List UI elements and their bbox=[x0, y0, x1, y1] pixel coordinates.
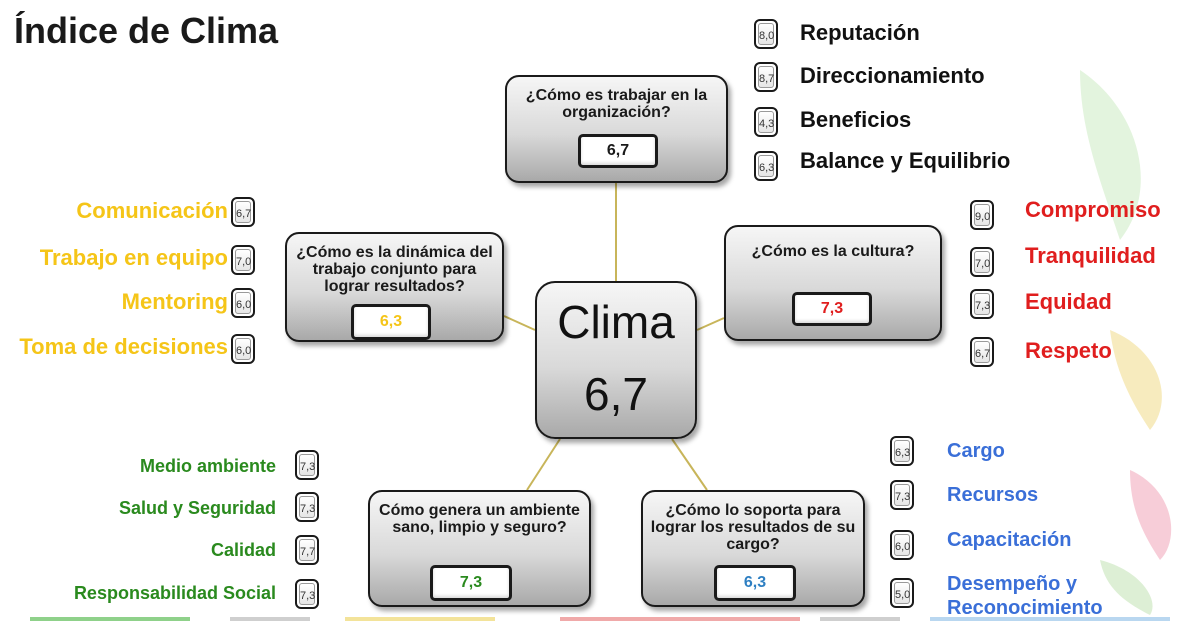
score-value: 5,0 bbox=[894, 582, 910, 604]
node-value: 6,3 bbox=[714, 565, 796, 601]
item-label: Desempeño y Reconocimiento bbox=[947, 573, 1103, 619]
connector-line bbox=[671, 438, 708, 491]
item-label: Direccionamiento bbox=[800, 63, 985, 88]
item-label: Recursos bbox=[947, 484, 1039, 506]
score-box: 6,7 bbox=[231, 197, 255, 227]
score-value: 7,3 bbox=[299, 496, 315, 518]
node-question: Cómo genera un ambiente sano, limpio y s… bbox=[379, 502, 580, 536]
item-label: Reputación bbox=[800, 20, 920, 45]
score-value: 6,3 bbox=[758, 155, 774, 177]
score-box: 8,0 bbox=[754, 19, 778, 49]
node-right: ¿Cómo es la cultura? 7,3 bbox=[724, 225, 942, 341]
connector-line bbox=[696, 317, 725, 331]
item-label: Calidad bbox=[210, 540, 276, 560]
score-box: 7,7 bbox=[295, 535, 319, 565]
node-value: 7,3 bbox=[792, 292, 872, 326]
leaf-shape bbox=[1110, 330, 1162, 430]
score-box: 7,3 bbox=[295, 492, 319, 522]
score-value: 6,7 bbox=[235, 201, 251, 223]
score-box: 6,0 bbox=[231, 334, 255, 364]
score-value: 6,0 bbox=[235, 338, 251, 360]
score-value: 9,0 bbox=[974, 204, 990, 226]
item-label: Respeto bbox=[1025, 338, 1112, 363]
node-value: 7,3 bbox=[430, 565, 512, 601]
item-label: Mentoring bbox=[121, 289, 228, 314]
node-value: 6,7 bbox=[578, 134, 658, 168]
score-box: 6,7 bbox=[970, 337, 994, 367]
score-box: 7,3 bbox=[890, 480, 914, 510]
score-box: 7,0 bbox=[970, 247, 994, 277]
score-box: 6,3 bbox=[890, 436, 914, 466]
score-box: 7,3 bbox=[295, 579, 319, 609]
item-label: Beneficios bbox=[800, 107, 912, 132]
item-label: Capacitación bbox=[947, 529, 1072, 551]
item-label: Salud y Seguridad bbox=[118, 498, 276, 518]
item-label: Medio ambiente bbox=[139, 456, 276, 476]
score-box: 9,0 bbox=[970, 200, 994, 230]
score-box: 6,3 bbox=[754, 151, 778, 181]
score-box: 5,0 bbox=[890, 578, 914, 608]
node-question: ¿Cómo es la cultura? bbox=[751, 243, 915, 260]
node-question: ¿Cómo es trabajar en la organización? bbox=[525, 87, 708, 121]
bottom-strip-segment bbox=[820, 617, 900, 621]
score-value: 7,0 bbox=[235, 249, 251, 271]
bottom-strip-segment bbox=[560, 617, 800, 621]
score-box: 6,0 bbox=[231, 288, 255, 318]
bottom-strip-segment bbox=[30, 617, 190, 621]
node-bottom-left: Cómo genera un ambiente sano, limpio y s… bbox=[368, 490, 591, 607]
leaf-shape bbox=[1130, 470, 1172, 560]
bottom-strip-segment bbox=[345, 617, 495, 621]
connector-line bbox=[526, 438, 561, 491]
node-question: ¿Cómo es la dinámica del trabajo conjunt… bbox=[296, 244, 493, 295]
score-value: 7,3 bbox=[894, 484, 910, 506]
score-value: 8,0 bbox=[758, 23, 774, 45]
score-value: 7,3 bbox=[299, 454, 315, 476]
score-value: 7,7 bbox=[299, 539, 315, 561]
score-box: 7,0 bbox=[231, 245, 255, 275]
connector-line bbox=[503, 315, 536, 331]
center-value: 6,7 bbox=[584, 368, 648, 420]
item-label: Responsabilidad Social bbox=[73, 583, 276, 603]
score-value: 7,3 bbox=[299, 583, 315, 605]
score-box: 4,3 bbox=[754, 107, 778, 137]
node-top: ¿Cómo es trabajar en la organización? 6,… bbox=[505, 75, 728, 183]
score-box: 8,7 bbox=[754, 62, 778, 92]
center-label: Clima bbox=[557, 296, 675, 348]
node-question: ¿Cómo lo soporta para lograr los resulta… bbox=[650, 502, 856, 553]
leaf-shape bbox=[1080, 70, 1141, 240]
node-left: ¿Cómo es la dinámica del trabajo conjunt… bbox=[285, 232, 504, 342]
bottom-strip-segment bbox=[930, 617, 1170, 621]
page-title: Índice de Clima bbox=[14, 10, 279, 51]
score-value: 6,3 bbox=[894, 440, 910, 462]
bottom-strip-segment bbox=[230, 617, 310, 621]
score-value: 6,0 bbox=[894, 534, 910, 556]
score-value: 8,7 bbox=[758, 66, 774, 88]
score-value: 7,0 bbox=[974, 251, 990, 273]
score-value: 6,7 bbox=[974, 341, 990, 363]
item-label: Tranquilidad bbox=[1025, 243, 1156, 268]
item-label: Equidad bbox=[1025, 289, 1112, 314]
item-label: Compromiso bbox=[1025, 197, 1161, 222]
score-value: 7,3 bbox=[974, 293, 990, 315]
score-box: 7,3 bbox=[970, 289, 994, 319]
item-label: Balance y Equilibrio bbox=[800, 148, 1011, 173]
score-box: 6,0 bbox=[890, 530, 914, 560]
item-label: Comunicación bbox=[76, 198, 228, 223]
item-label: Cargo bbox=[947, 440, 1005, 462]
node-bottom-right: ¿Cómo lo soporta para lograr los resulta… bbox=[641, 490, 865, 607]
score-box: 7,3 bbox=[295, 450, 319, 480]
item-label: Trabajo en equipo bbox=[39, 245, 228, 270]
center-node: Clima 6,7 bbox=[535, 281, 697, 439]
node-value: 6,3 bbox=[351, 304, 431, 340]
leaf-shape bbox=[1100, 560, 1153, 615]
score-value: 6,0 bbox=[235, 292, 251, 314]
score-value: 4,3 bbox=[758, 111, 774, 133]
item-label: Toma de decisiones bbox=[19, 334, 228, 359]
